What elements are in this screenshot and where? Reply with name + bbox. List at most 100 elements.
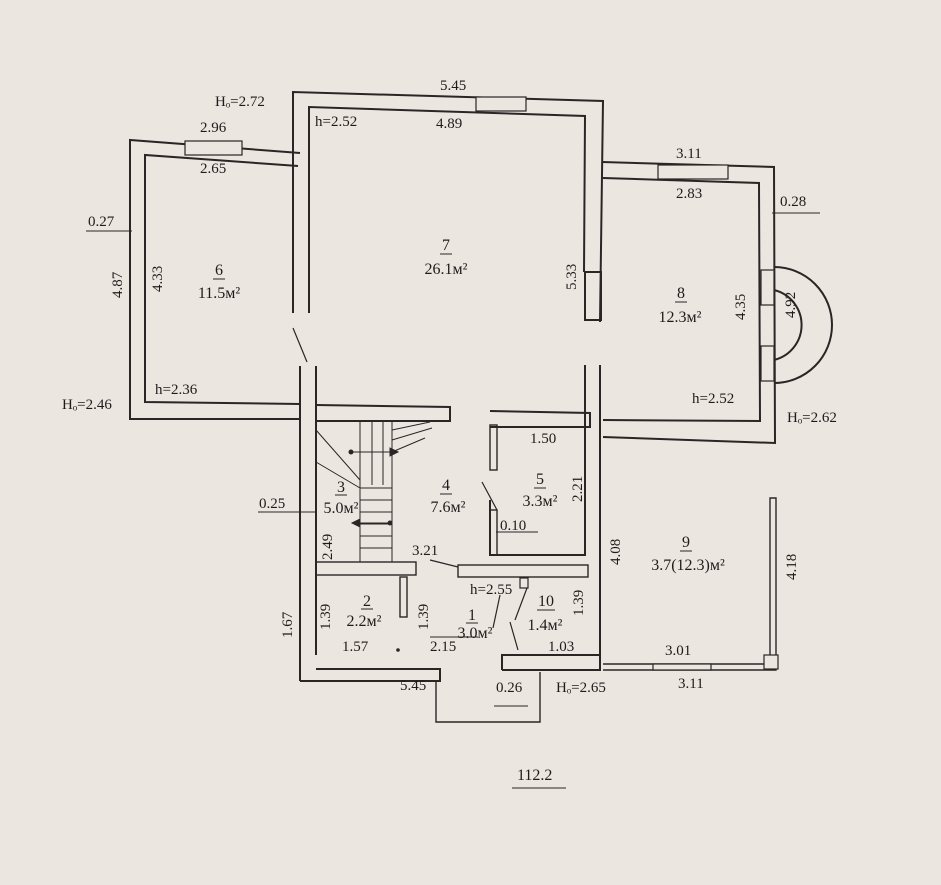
svg-text:2: 2 xyxy=(363,593,371,610)
dim-283: 2.83 xyxy=(676,186,702,202)
wall-room8-inner xyxy=(602,177,762,423)
dim-027: 0.27 xyxy=(88,214,115,230)
svg-text:11.5м²: 11.5м² xyxy=(198,285,241,302)
dim-139-a: 1.39 xyxy=(318,604,334,630)
dim-311-bottom: 3.11 xyxy=(678,676,704,692)
dim-010: 0.10 xyxy=(500,518,526,534)
svg-text:10: 10 xyxy=(538,593,554,610)
wall-central-bottom-right xyxy=(501,654,601,671)
room-labels: 1 3.0м² 2 2.2м² 3 5.0м² 4 7.6м² 5 3.3м² … xyxy=(198,237,725,642)
dim-418: 4.18 xyxy=(784,554,800,580)
room-6: 6 11.5м² xyxy=(198,262,241,302)
room-7: 7 26.1м² xyxy=(425,237,468,278)
dim-167: 1.67 xyxy=(280,611,296,638)
dim-435: 4.35 xyxy=(733,294,749,320)
dim-025: 0.25 xyxy=(259,496,285,512)
wall-room7-inner xyxy=(308,105,587,313)
svg-text:2.2м²: 2.2м² xyxy=(347,613,382,630)
svg-text:26.1м²: 26.1м² xyxy=(425,261,468,278)
svg-text:3: 3 xyxy=(337,479,345,496)
windows xyxy=(184,96,729,671)
dim-ho-272: Hₒ=2.72 xyxy=(215,94,265,110)
wall-central-top-right xyxy=(489,410,591,428)
wall-mid-partition-right xyxy=(457,564,589,578)
room-3: 3 5.0м² xyxy=(324,479,359,517)
dim-h-252-top: h=2.52 xyxy=(315,114,357,130)
svg-text:3.7(12.3)м²: 3.7(12.3)м² xyxy=(651,557,725,574)
dim-311-top: 3.11 xyxy=(676,146,702,162)
room-2: 2 2.2м² xyxy=(347,593,382,630)
svg-text:5.0м²: 5.0м² xyxy=(324,500,359,517)
room9-post xyxy=(763,654,779,670)
total-area: 112.2 xyxy=(517,767,552,784)
svg-text:6: 6 xyxy=(215,262,223,279)
svg-text:3.0м²: 3.0м² xyxy=(458,625,493,642)
wall-bay-outer xyxy=(773,266,833,384)
dim-489: 4.89 xyxy=(436,116,462,132)
svg-text:7: 7 xyxy=(442,237,450,254)
svg-text:7.6м²: 7.6м² xyxy=(431,499,466,516)
svg-text:1.4м²: 1.4м² xyxy=(528,617,563,634)
svg-text:5: 5 xyxy=(536,471,544,488)
window-room9 xyxy=(652,663,712,671)
bay-jamb-top xyxy=(760,269,775,306)
room-9: 9 3.7(12.3)м² xyxy=(651,534,725,574)
dim-408: 4.08 xyxy=(608,539,624,565)
dim-h-255: h=2.55 xyxy=(470,582,512,598)
dim-157: 1.57 xyxy=(342,639,369,655)
window-room7 xyxy=(475,96,527,112)
dim-533: 5.33 xyxy=(564,264,580,290)
dim-139-c: 1.39 xyxy=(571,590,587,616)
svg-text:8: 8 xyxy=(677,285,685,302)
dimension-labels: Hₒ=2.72 2.96 2.65 5.45 4.89 h=2.52 3.11 … xyxy=(62,78,837,696)
dim-545-bottom: 5.45 xyxy=(400,678,426,694)
wall-room9-bottom xyxy=(603,497,777,671)
wall-room2-right xyxy=(399,576,408,618)
dim-139-b: 1.39 xyxy=(416,604,432,630)
room-4: 4 7.6м² xyxy=(431,477,466,516)
dim-487: 4.87 xyxy=(110,271,126,298)
svg-text:9: 9 xyxy=(682,534,690,551)
wall-central-bottom xyxy=(300,668,441,682)
dim-433: 4.33 xyxy=(150,266,166,292)
dim-215: 2.15 xyxy=(430,639,456,655)
wall-room8-outer xyxy=(601,161,777,445)
dim-ho-246: Hₒ=2.46 xyxy=(62,397,112,413)
dim-h-236: h=2.36 xyxy=(155,382,198,398)
svg-text:12.3м²: 12.3м² xyxy=(659,309,702,326)
wall-room5-left-lower xyxy=(489,509,498,556)
room-5: 5 3.3м² xyxy=(523,471,558,510)
wall-room5-left xyxy=(489,424,498,471)
dim-492: 4.92 xyxy=(783,292,799,318)
dim-028: 0.28 xyxy=(780,194,806,210)
dim-ho-265: Hₒ=2.65 xyxy=(556,680,606,696)
window-room6 xyxy=(184,140,243,156)
room-10: 10 1.4м² xyxy=(528,593,563,634)
staircase xyxy=(315,421,433,562)
dim-249: 2.49 xyxy=(320,534,336,560)
dim-221: 2.21 xyxy=(570,476,586,502)
dim-265: 2.65 xyxy=(200,161,226,177)
dim-301: 3.01 xyxy=(665,643,691,659)
dim-ho-262: Hₒ=2.62 xyxy=(787,410,837,426)
porch xyxy=(435,672,541,723)
dim-545-top: 5.45 xyxy=(440,78,466,94)
wall-mid-partition-left xyxy=(315,561,417,576)
window-room8 xyxy=(657,164,729,180)
wall-central-top-left xyxy=(315,404,451,422)
leader-lines xyxy=(86,212,820,789)
room-8: 8 12.3м² xyxy=(659,285,702,326)
svg-text:4: 4 xyxy=(442,477,450,494)
room-1: 1 3.0м² xyxy=(458,607,493,642)
svg-text:1: 1 xyxy=(468,607,476,624)
dim-h-252-right: h=2.52 xyxy=(692,391,734,407)
dim-150: 1.50 xyxy=(530,431,556,447)
bay-jamb-bottom xyxy=(760,345,775,382)
doors xyxy=(292,327,529,652)
wall-bay-inner xyxy=(773,289,803,361)
wall-room7-right-stub xyxy=(584,271,602,321)
dim-321: 3.21 xyxy=(412,543,438,559)
dim-296: 2.96 xyxy=(200,120,227,136)
svg-text:3.3м²: 3.3м² xyxy=(523,493,558,510)
